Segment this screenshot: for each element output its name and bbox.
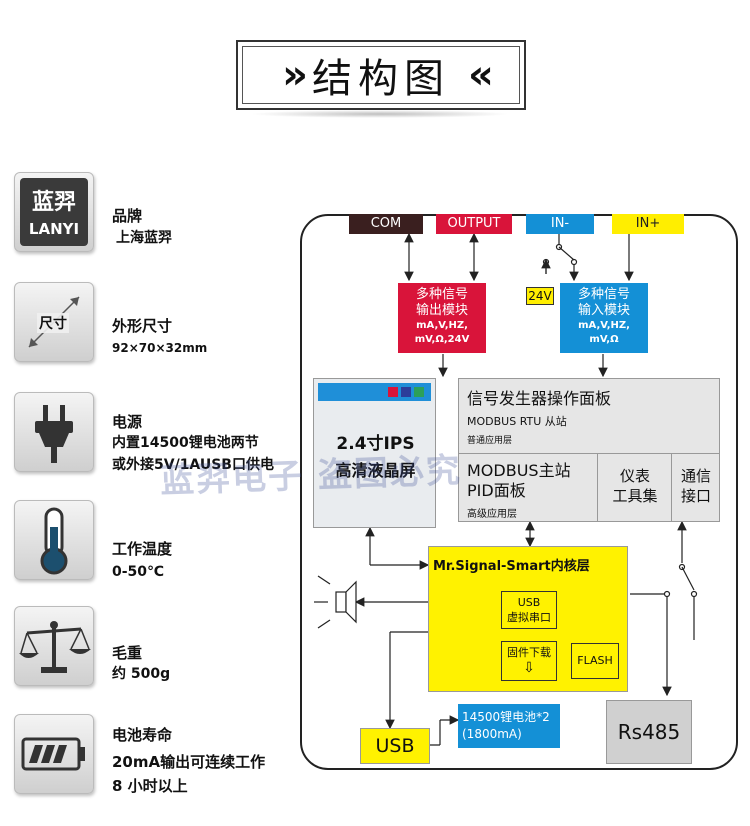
supply-24v-badge: 24V [526,287,554,305]
port-com-label: COM [370,216,402,231]
lcd-screen: 2.4寸IPS 高清液晶屏 [313,378,436,528]
usb-virtual-serial-line1: USB [517,596,541,609]
download-arrow-icon: ⇩ [523,660,535,676]
spec-value-brand: 上海蓝羿 [116,230,172,246]
panel-divider-v2 [671,453,672,521]
spec-title-size: 外形尺寸 [112,317,173,335]
spec-title-temp: 工作温度 [112,540,173,558]
spec-title-weight: 毛重 [112,644,143,662]
title-shadow [250,110,510,118]
lcd-red-square [388,387,398,397]
logo-bottom-text: LANYI [28,220,80,238]
spec-value-size: 92×70×32mm [112,341,208,355]
input-module-line2: 输入模块 [577,303,630,318]
port-output-label: OUTPUT [447,216,501,231]
usb-virtual-serial-line2: 虚拟串口 [507,611,551,624]
flash-box: FLASH [571,643,619,679]
dimension-icon: 尺寸 [14,282,94,362]
firmware-download-label: 固件下载 [507,646,551,659]
port-in-minus-label: IN- [550,216,570,231]
lcd-green-square [414,387,424,397]
input-module-line4: mV,Ω [589,334,619,345]
lcd-screen-line2: 高清液晶屏 [335,461,416,480]
spec-value-temp: 0-50℃ [112,564,164,580]
output-module: 多种信号 输出模块 mA,V,HZ, mV,Ω,24V [398,283,486,353]
input-module: 多种信号 输入模块 mA,V,HZ, mV,Ω [560,283,648,353]
panel-comm-2: 接口 [680,487,711,505]
balance-scale-icon [14,606,94,686]
output-module-line2: 输出模块 [415,303,468,318]
battery-block: 14500锂电池*2 (1800mA) [458,704,560,748]
firmware-download-box: 固件下载 ⇩ [501,641,557,681]
spec-value-power-1: 内置14500锂电池两节 [112,435,259,451]
kernel-title: Mr.Signal-Smart内核层 [433,559,590,574]
port-in-minus: IN- [526,214,594,234]
port-in-plus-label: IN+ [635,216,661,231]
input-module-line3: mA,V,HZ, [578,320,630,331]
page-title: 结构图 [312,56,450,102]
spec-title-battery: 电池寿命 [112,726,173,744]
kernel-layer: Mr.Signal-Smart内核层 USB 虚拟串口 固件下载 ⇩ FLASH [428,546,628,692]
lcd-screen-line1: 2.4寸IPS [336,434,415,454]
port-com: COM [349,214,423,234]
panel-divider [459,453,719,454]
usb-block: USB [360,728,430,764]
spec-value-power-2: 或外接5V/1AUSB口供电 [112,457,274,473]
title-box: » 结构图 « [242,46,520,104]
panel-modbus-slave: MODBUS RTU 从站 [467,415,567,428]
panel-divider-v1 [597,453,598,521]
input-module-line1: 多种信号 [577,287,630,302]
panel-modbus-master: MODBUS主站 [467,461,571,480]
output-module-line4: mV,Ω,24V [414,334,470,345]
lcd-blue-square [401,387,411,397]
panel-toolset-1: 仪表 [619,467,650,485]
battery-icon [14,714,94,794]
panel-pid: PID面板 [467,481,526,500]
spec-value-battery-2: 8 小时以上 [112,777,188,795]
rs485-block: Rs485 [606,700,692,764]
output-module-line1: 多种信号 [415,287,468,302]
operation-panel: 信号发生器操作面板 MODBUS RTU 从站 普通应用层 MODBUS主站 P… [458,378,720,522]
thermometer-icon [14,500,94,580]
panel-title: 信号发生器操作面板 [467,389,612,408]
logo-top-text: 蓝羿 [31,190,76,215]
lanyi-logo-icon: 蓝羿 LANYI [14,172,94,252]
panel-normal-layer: 普通应用层 [467,436,513,446]
spec-value-weight: 约 500g [112,666,171,682]
output-module-line3: mA,V,HZ, [416,320,468,331]
dimension-icon-label: 尺寸 [37,313,69,333]
spec-title-brand: 品牌 [112,207,143,225]
speaker-icon [314,575,357,629]
usb-virtual-serial-box: USB 虚拟串口 [501,591,557,629]
panel-toolset-2: 工具集 [612,487,658,505]
title-frame [236,40,526,110]
power-plug-icon [14,392,94,472]
panel-comm-1: 通信 [680,467,711,485]
port-output: OUTPUT [436,214,512,234]
spec-title-power: 电源 [112,413,143,431]
spec-value-battery-1: 20mA输出可连续工作 [112,753,266,771]
port-in-plus: IN+ [612,214,684,234]
panel-advanced-layer: 高级应用层 [467,509,517,520]
battery-line1: 14500锂电池*2 [462,710,550,724]
battery-line2: (1800mA) [462,727,522,741]
